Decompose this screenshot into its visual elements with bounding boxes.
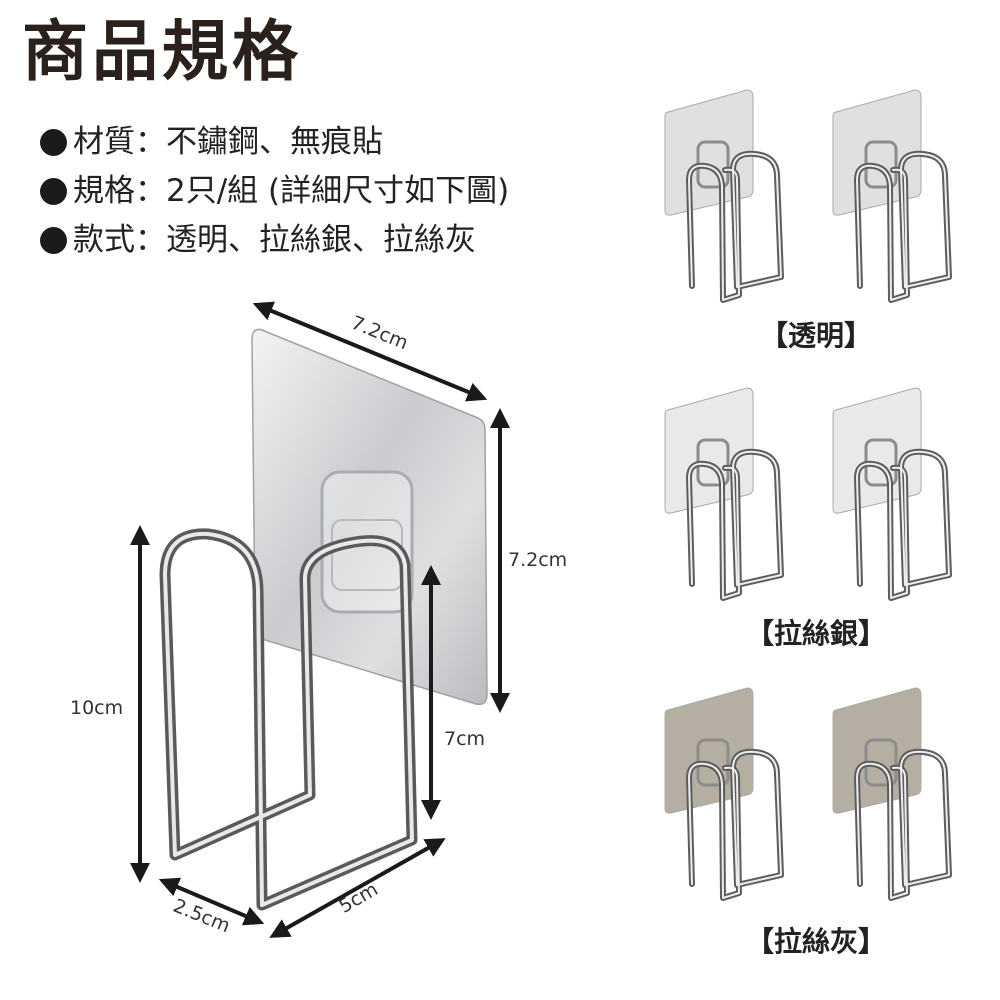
spec-label: 款式 — [73, 222, 135, 258]
spec-value: 不鏽鋼、無痕貼 — [166, 124, 383, 160]
spec-value: 透明、拉絲銀、拉絲灰 — [166, 222, 476, 258]
spec-label: 材質 — [73, 124, 135, 160]
spec-row-material: 材質 ： 不鏽鋼、無痕貼 — [40, 118, 509, 167]
bullet-icon — [40, 227, 67, 254]
variant-label-clear: 【透明】 — [759, 319, 873, 352]
variant-hook-thumbnail — [832, 687, 952, 901]
spec-row-style: 款式 ： 透明、拉絲銀、拉絲灰 — [40, 216, 509, 265]
spec-label: 規格 — [73, 173, 135, 209]
spec-value: 2只/組 (詳細尺寸如下圖) — [166, 173, 510, 209]
variant-hook-thumbnail — [832, 387, 952, 601]
spec-row-size: 規格 ： 2只/組 (詳細尺寸如下圖) — [40, 167, 509, 216]
spec-separator: ： — [135, 173, 166, 209]
plate-height-label: 7.2cm — [508, 549, 568, 571]
variant-hook-thumbnail — [664, 89, 784, 303]
variant-hook-thumbnail — [664, 687, 784, 901]
inner-height-label: 7cm — [444, 728, 486, 750]
page-title: 商品規格 — [22, 12, 302, 90]
spec-list: 材質 ： 不鏽鋼、無痕貼 規格 ： 2只/組 (詳細尺寸如下圖) 款式 ： 透明… — [40, 118, 509, 265]
variant-label-brushed-gray: 【拉絲灰】 — [745, 925, 887, 958]
dimension-arrows — [130, 301, 510, 938]
bullet-icon — [40, 178, 67, 205]
spec-separator: ： — [135, 124, 166, 160]
bullet-icon — [40, 129, 67, 156]
hook-height-label: 10cm — [70, 697, 124, 719]
variant-hook-thumbnail — [664, 387, 784, 601]
variant-hook-thumbnail — [832, 89, 952, 303]
variant-label-brushed-silver: 【拉絲銀】 — [745, 617, 887, 650]
spec-separator: ： — [135, 222, 166, 258]
